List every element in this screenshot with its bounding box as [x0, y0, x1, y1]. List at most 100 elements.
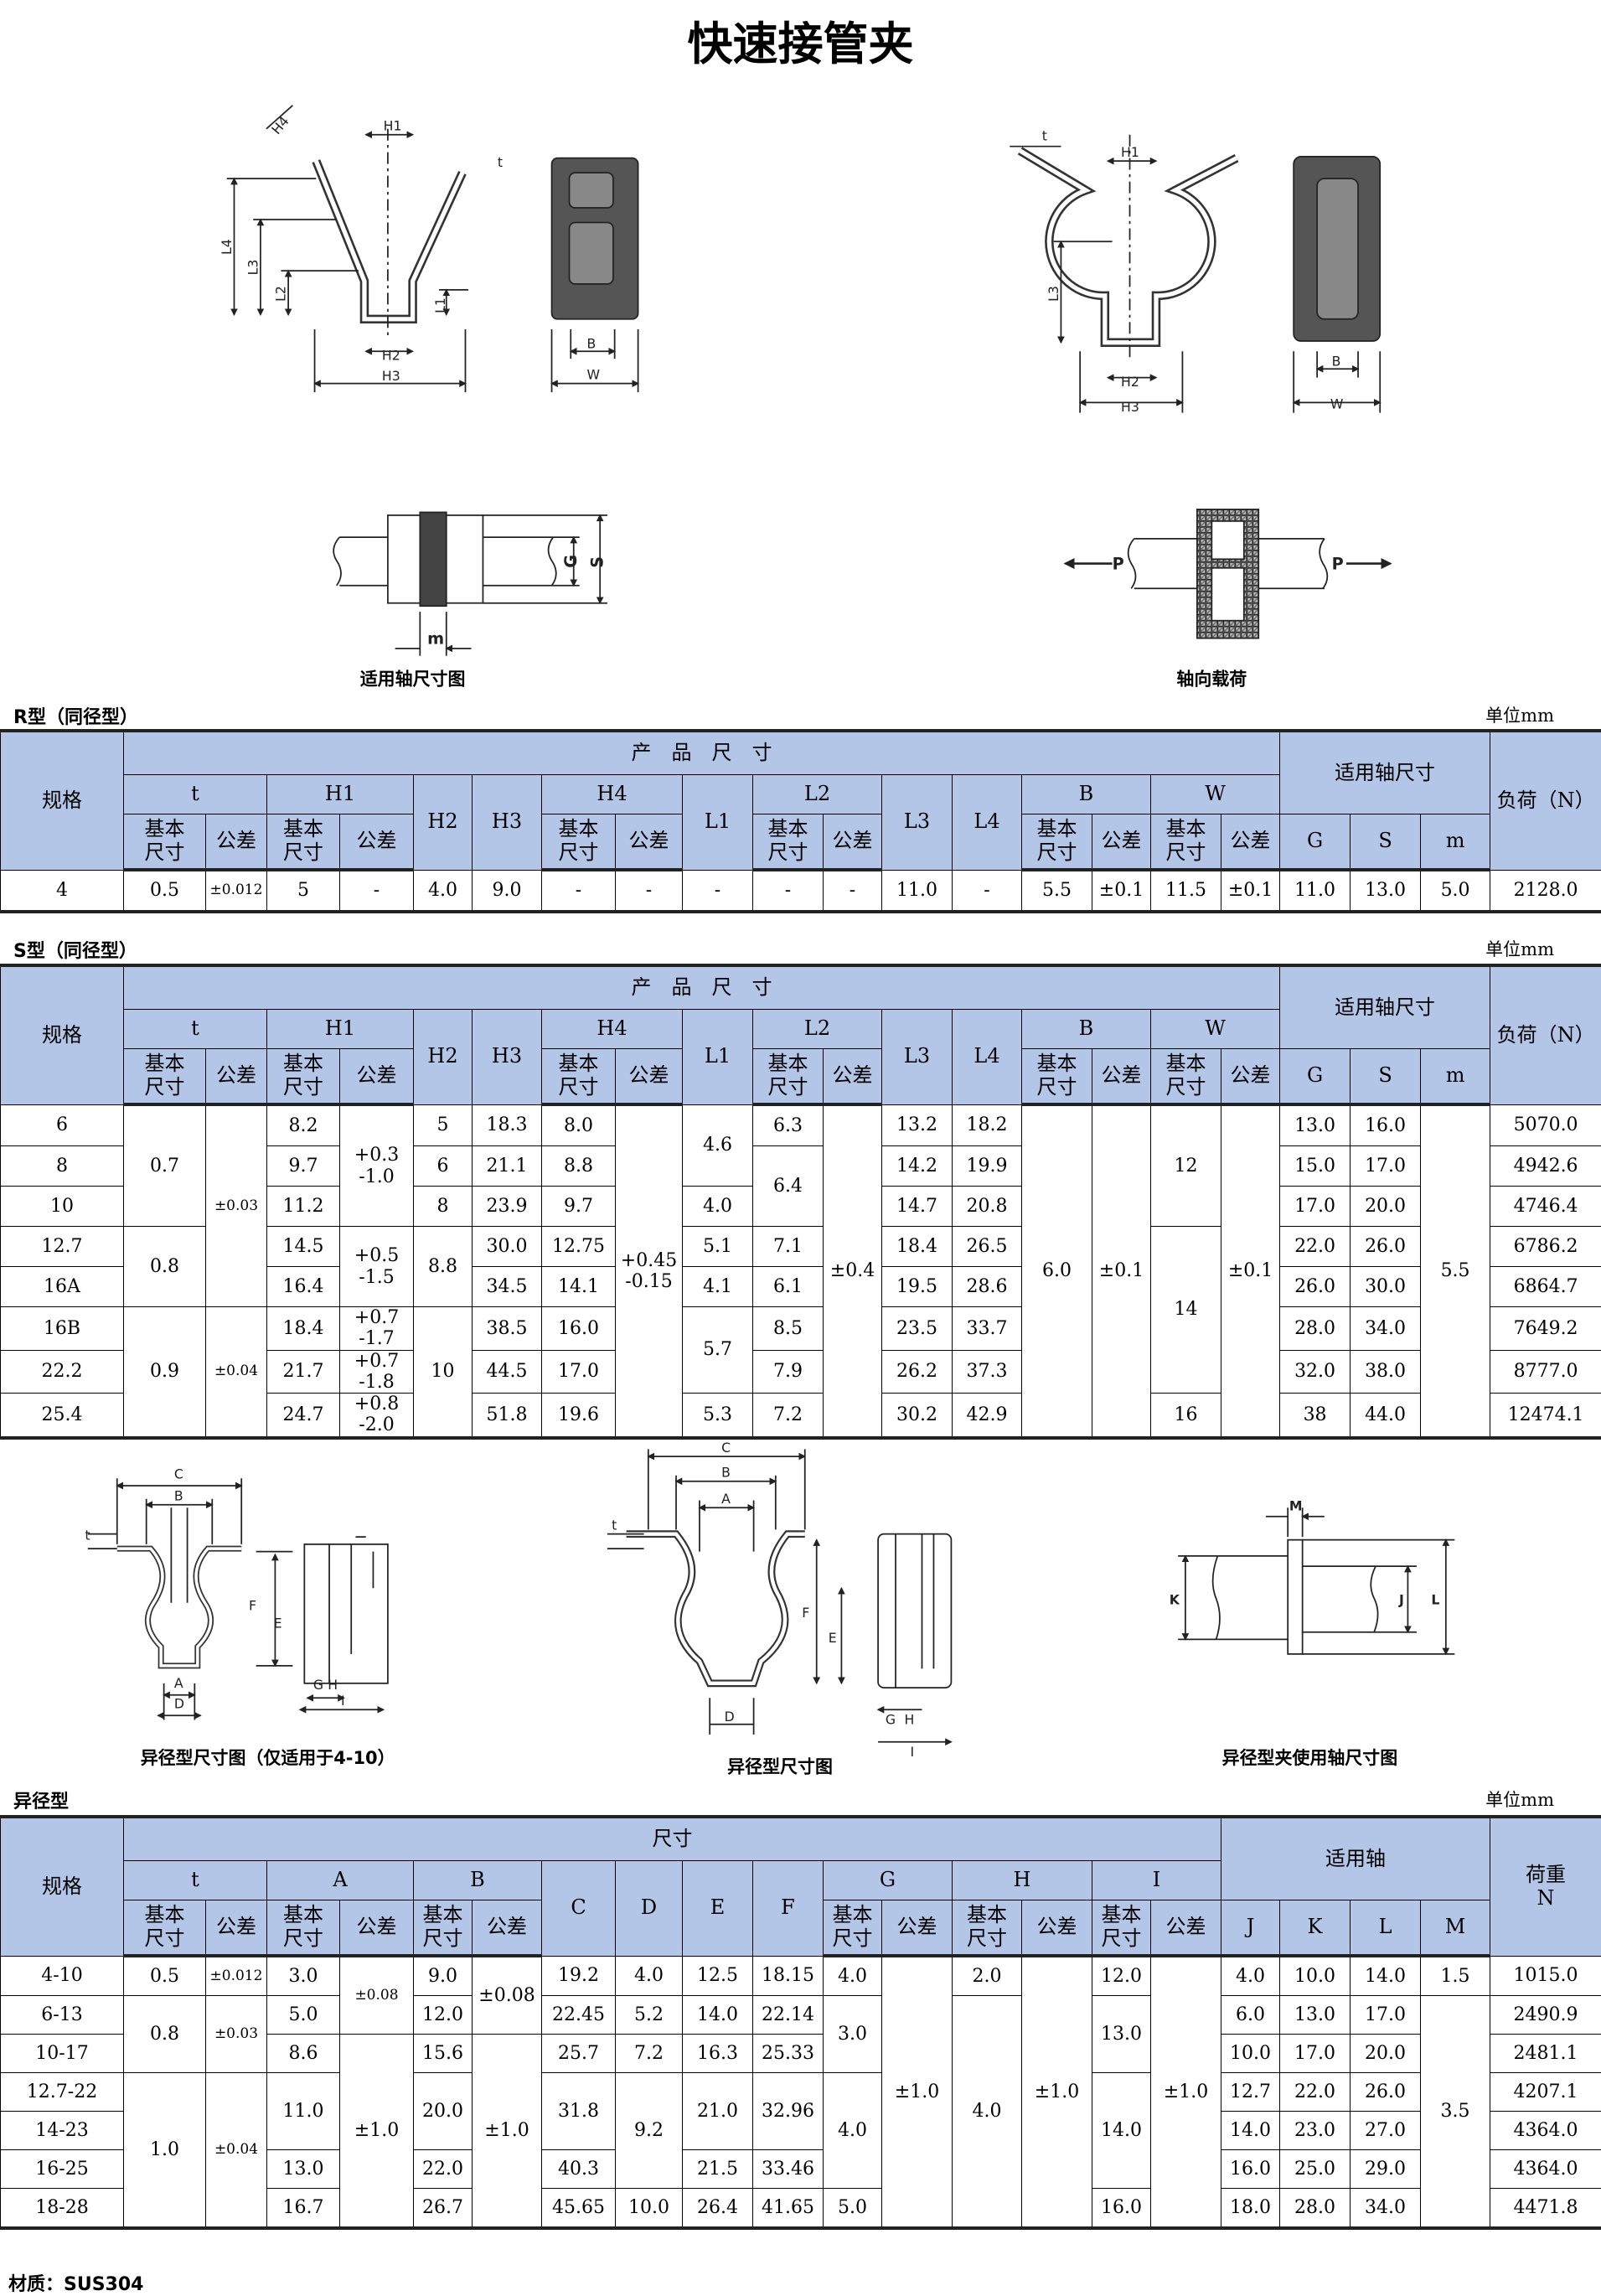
table-cell: 4.1 — [683, 1267, 753, 1307]
label-h4: H4 — [268, 113, 292, 137]
table-cell: 6.0 — [1022, 1104, 1092, 1438]
table-cell: 13.2 — [882, 1104, 953, 1146]
label-h2: H2 — [1121, 374, 1139, 390]
table-cell: 20.0 — [1351, 1187, 1421, 1227]
label-e: E — [829, 1630, 837, 1646]
table-cell: 2490.9 — [1490, 1996, 1601, 2035]
table-cell: 10.0 — [1280, 1956, 1351, 1996]
label-g: G — [313, 1677, 323, 1693]
table-cell: 22.0 — [1280, 1227, 1351, 1267]
table-cell: 32.96 — [753, 2073, 824, 2150]
label-c: C — [174, 1466, 183, 1482]
header-cell: E — [683, 1861, 753, 1957]
header-cell: 基本 尺寸 — [124, 1049, 206, 1105]
label-h3: H3 — [1121, 399, 1139, 415]
header-cell: m — [1421, 1049, 1490, 1105]
table-cell: 14-23 — [1, 2112, 124, 2150]
table-cell: ±0.1 — [1221, 870, 1280, 912]
table-cell: 51.8 — [473, 1394, 542, 1438]
table-cell: 16.3 — [683, 2035, 753, 2073]
table-cell: 4471.8 — [1490, 2189, 1601, 2229]
table-cell: ±0.4 — [824, 1104, 882, 1438]
table-cell: 3.0 — [824, 1996, 882, 2073]
table-cell: 6.3 — [753, 1104, 824, 1146]
table-cell: 17.0 — [1351, 1146, 1421, 1187]
label-c: C — [721, 1440, 731, 1456]
header-cell: C — [542, 1861, 616, 1957]
table-cell: - — [753, 870, 824, 912]
table-cell: 30.0 — [1351, 1267, 1421, 1307]
table-cell: 5.5 — [1022, 870, 1092, 912]
table-cell: 18.0 — [1221, 2189, 1280, 2229]
table-cell: 5 — [267, 870, 340, 912]
header-cell: 公差 — [1151, 1900, 1221, 1957]
table-cell: ±0.08 — [473, 1956, 542, 2035]
table-cell: 8777.0 — [1490, 1350, 1601, 1394]
table-cell: 41.65 — [753, 2189, 824, 2229]
axial-load-drawing: P P 轴向载荷 — [1066, 509, 1391, 690]
table-cell: 42.9 — [953, 1394, 1022, 1438]
table-cell: ±0.04 — [206, 1307, 267, 1438]
table-cell: 19.9 — [953, 1146, 1022, 1187]
table-cell: 16A — [1, 1267, 124, 1307]
label-b: B — [1332, 354, 1341, 370]
table-cell: 14.0 — [1351, 1956, 1421, 1996]
header-cell: F — [753, 1861, 824, 1957]
table-cell: ±0.1 — [1221, 1104, 1280, 1438]
reducer-type-unit: 单位mm — [1485, 1787, 1554, 1812]
header-cell: L2 — [753, 775, 882, 814]
header-cell: 基本 尺寸 — [1092, 1900, 1151, 1957]
header-cell: 基本 尺寸 — [1022, 814, 1092, 871]
header-cell: L2 — [753, 1010, 882, 1049]
table-cell: 5.5 — [1421, 1104, 1490, 1438]
header-cell: 公差 — [1221, 814, 1280, 871]
table-cell: 0.9 — [124, 1307, 206, 1438]
table-cell: 21.5 — [683, 2150, 753, 2189]
table-cell: 6 — [1, 1104, 124, 1146]
header-cell: 公差 — [206, 1049, 267, 1105]
table-cell: 1015.0 — [1490, 1956, 1601, 1996]
table-cell: ±1.0 — [473, 2035, 542, 2229]
header-cell: 尺寸 — [124, 1817, 1221, 1861]
table-cell: 3.5 — [1421, 1996, 1490, 2229]
table-cell: 7.9 — [753, 1350, 824, 1394]
header-cell: L3 — [882, 1010, 953, 1105]
table-cell: ±0.04 — [206, 2073, 267, 2229]
table-cell: 30.0 — [473, 1227, 542, 1267]
table-cell: 16-25 — [1, 2150, 124, 2189]
table-cell: 8.0 — [542, 1104, 616, 1146]
header-cell: H — [953, 1861, 1092, 1900]
r-type-heading: R型（同径型） — [13, 702, 138, 729]
header-cell: H1 — [267, 775, 414, 814]
table-cell: 5.0 — [267, 1996, 340, 2035]
table-cell: 12.7 — [1, 1227, 124, 1267]
table-cell: 44.0 — [1351, 1394, 1421, 1438]
table-cell: ±1.0 — [882, 1956, 953, 2228]
table-cell: 9.7 — [267, 1146, 340, 1187]
table-cell: 11.5 — [1151, 870, 1221, 912]
header-cell: m — [1421, 814, 1490, 871]
shaft-size-drawing: G S m 适用轴尺寸图 — [333, 512, 607, 689]
table-cell: 33.7 — [953, 1307, 1022, 1351]
header-cell: K — [1280, 1900, 1351, 1957]
table-cell: - — [340, 870, 414, 912]
header-cell: 公差 — [340, 1900, 414, 1957]
table-cell: ±0.08 — [340, 1956, 414, 2035]
table-cell: 20.0 — [1351, 2035, 1421, 2073]
header-cell: S — [1351, 814, 1421, 871]
label-g: G — [561, 555, 581, 568]
table-cell: 21.0 — [683, 2073, 753, 2150]
label-h1: H1 — [384, 117, 402, 133]
header-cell: 公差 — [206, 814, 267, 871]
table-cell: 26.2 — [882, 1350, 953, 1394]
table-cell: 10 — [414, 1307, 473, 1438]
table-cell: 14.1 — [542, 1267, 616, 1307]
table-cell: 5070.0 — [1490, 1104, 1601, 1146]
table-cell: 28.0 — [1280, 1307, 1351, 1351]
caption-reducer: 异径型尺寸图 — [727, 1756, 833, 1776]
